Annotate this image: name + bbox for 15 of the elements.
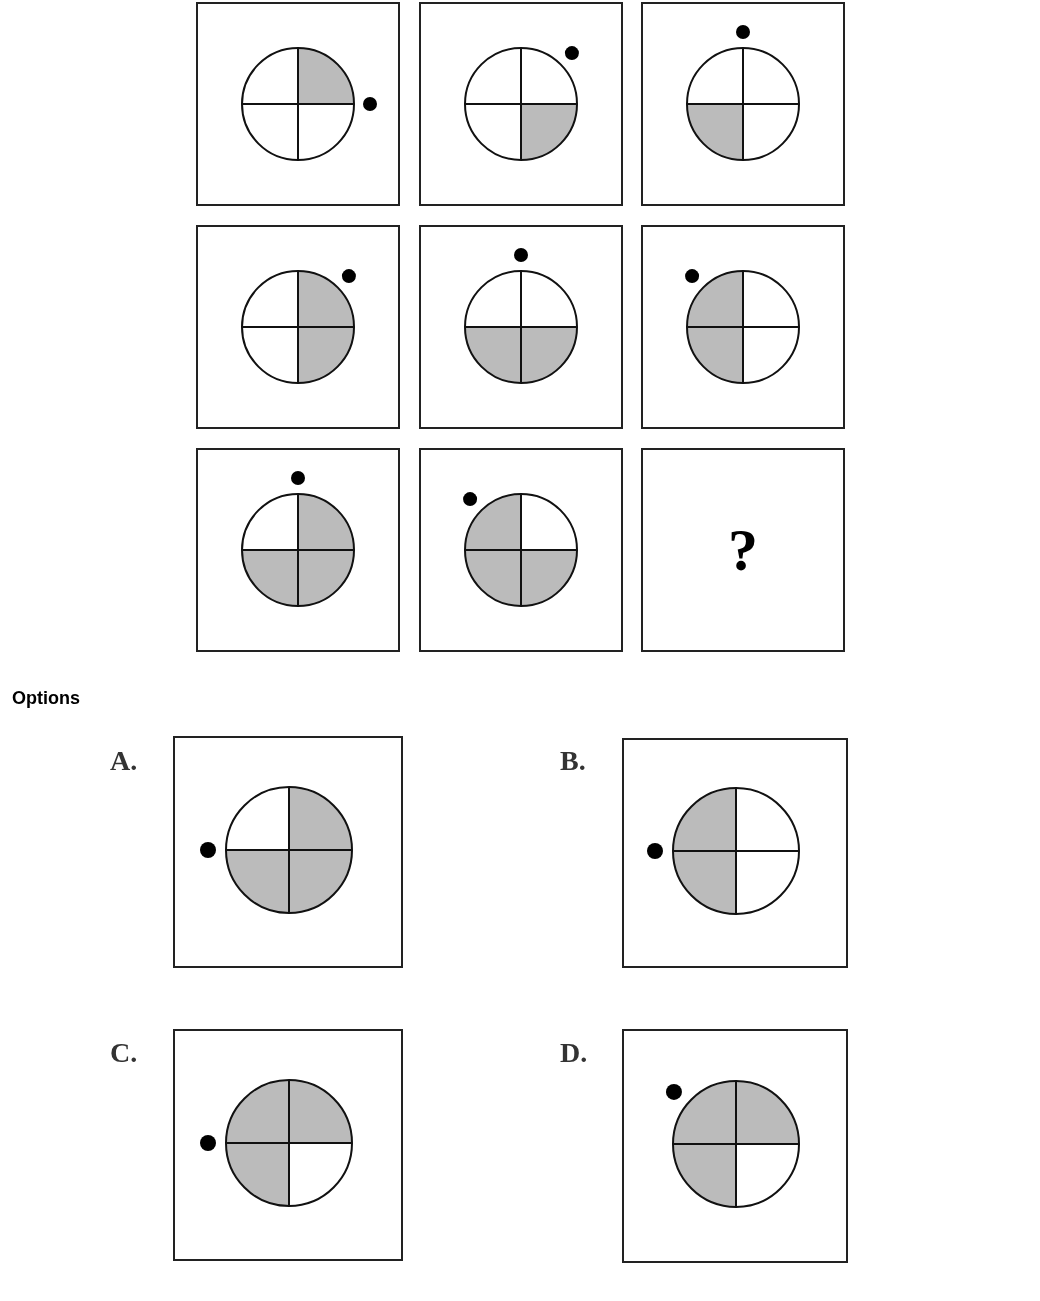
puzzle-cell — [641, 2, 845, 206]
puzzle-cell — [641, 225, 845, 429]
option-label: B. — [560, 745, 586, 777]
question-mark: ? — [727, 515, 759, 585]
puzzle-cell — [419, 2, 623, 206]
puzzle-cell — [196, 225, 400, 429]
puzzle-cell — [419, 448, 623, 652]
option-label: A. — [110, 745, 138, 777]
option-label: C. — [110, 1037, 138, 1069]
puzzle-cell — [641, 448, 845, 652]
puzzle-cell — [419, 225, 623, 429]
puzzle-cell — [196, 2, 400, 206]
option-label: D. — [560, 1037, 588, 1069]
puzzle-cell — [196, 448, 400, 652]
section-heading: Options — [12, 688, 80, 709]
